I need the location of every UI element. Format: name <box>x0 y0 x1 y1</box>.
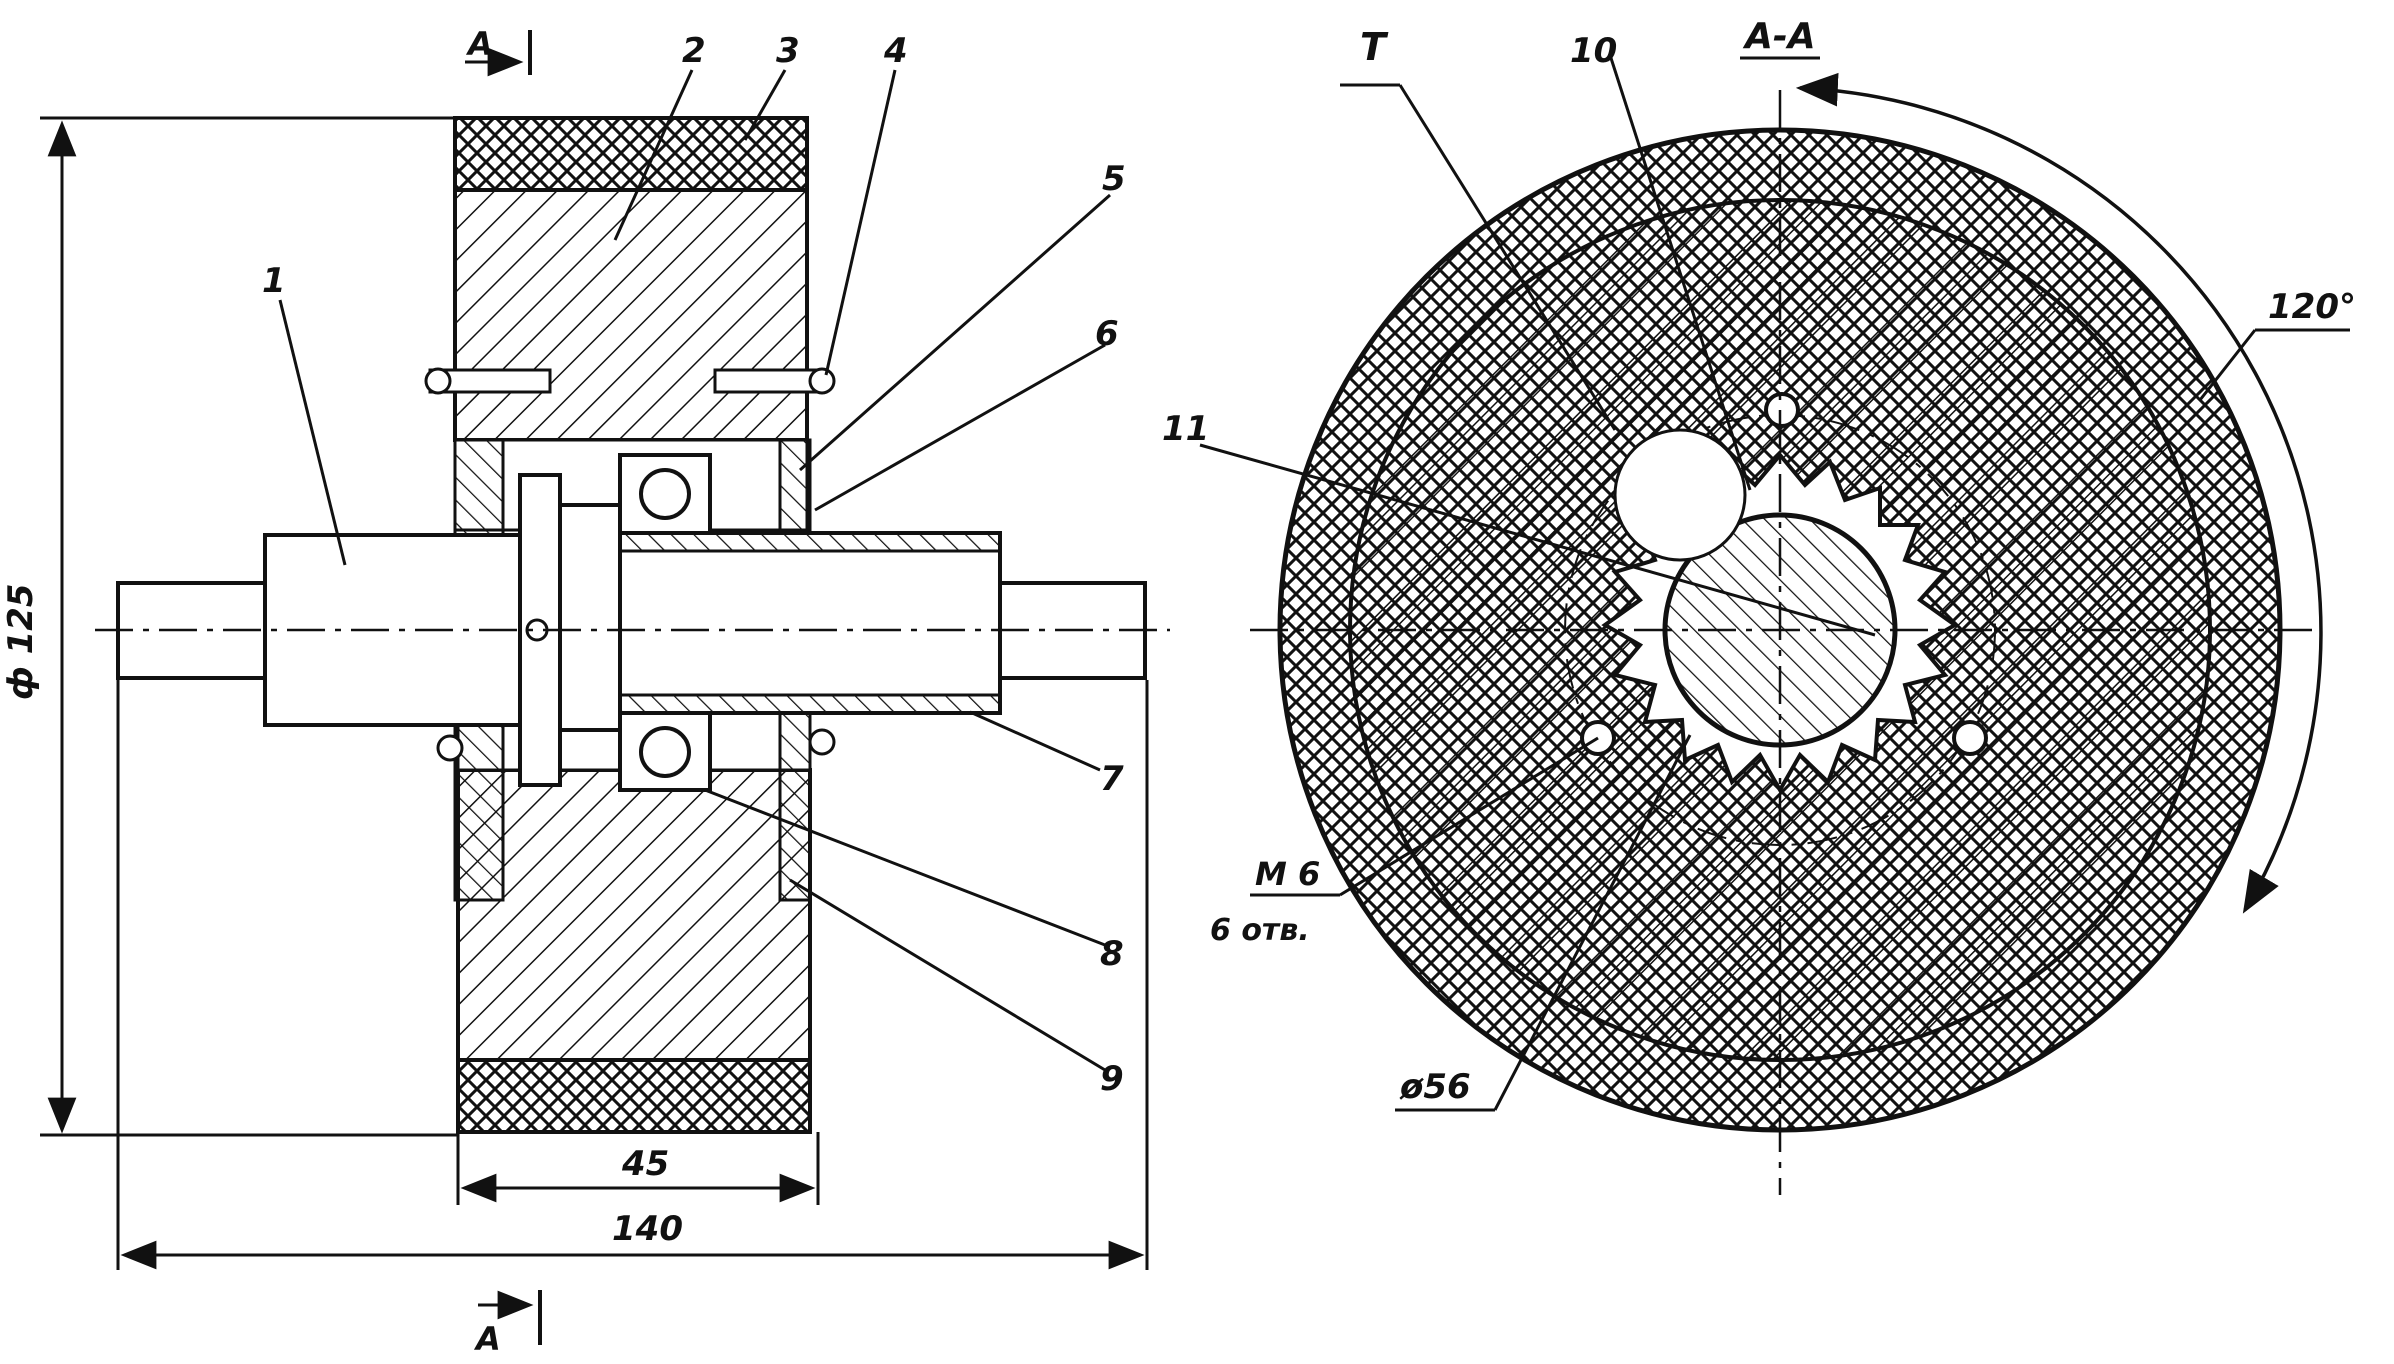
tire-top-band <box>453 116 809 192</box>
callout-2: 2 <box>682 31 706 71</box>
callout-7: 7 <box>1100 759 1124 799</box>
ratchet-disc-b <box>558 503 622 732</box>
front-section-view: 120° A-A T 10 11 M 6 6 отв. ø56 <box>1162 16 2356 1195</box>
angle-arc <box>1795 72 2323 914</box>
section-marker-bottom: A <box>473 1320 501 1358</box>
callout-6: 6 <box>1095 314 1119 354</box>
bolt-hole-top <box>1764 392 1800 428</box>
bearing-ball-top <box>639 468 691 520</box>
section-marker-top: A <box>465 25 493 63</box>
callout-4: 4 <box>883 31 908 71</box>
pawl-circle <box>1613 428 1747 562</box>
callout-3: 3 <box>776 31 800 71</box>
callout-5: 5 <box>1102 159 1126 199</box>
disc-lower <box>456 768 812 1062</box>
bolt-hole-right <box>1952 720 1988 756</box>
dim-45-label: 45 <box>621 1144 669 1184</box>
callout-8: 8 <box>1100 934 1124 974</box>
screw-left-bottom <box>436 734 464 762</box>
callout-10: 10 <box>1570 31 1617 71</box>
bore-label: ø56 <box>1399 1067 1471 1107</box>
sleeve-wall-bottom <box>618 693 1002 715</box>
screw-right-bottom <box>808 728 836 756</box>
dim-140-label: 140 <box>612 1209 683 1249</box>
callout-11: 11 <box>1162 409 1209 449</box>
thread-label: M 6 <box>1255 855 1320 893</box>
bearing-ball-bottom <box>639 726 691 778</box>
side-section-view: ф 125 45 140 A A 1 2 3 4 5 6 7 8 <box>1 25 1170 1358</box>
view-title: A-A <box>1742 16 1816 57</box>
screw-left-top <box>424 367 552 395</box>
disc-upper <box>453 188 809 442</box>
tire-bottom-band <box>456 1058 812 1134</box>
dim-diameter-label: ф 125 <box>1 583 41 700</box>
angle-label: 120° <box>2268 287 2356 327</box>
screw-right-top <box>713 367 836 395</box>
sleeve <box>618 531 1002 715</box>
callout-1: 1 <box>262 261 286 301</box>
holes-label: 6 отв. <box>1210 913 1310 948</box>
callout-9: 9 <box>1100 1059 1124 1099</box>
t-marker: T <box>1360 25 1389 69</box>
sleeve-wall-top <box>618 531 1002 553</box>
